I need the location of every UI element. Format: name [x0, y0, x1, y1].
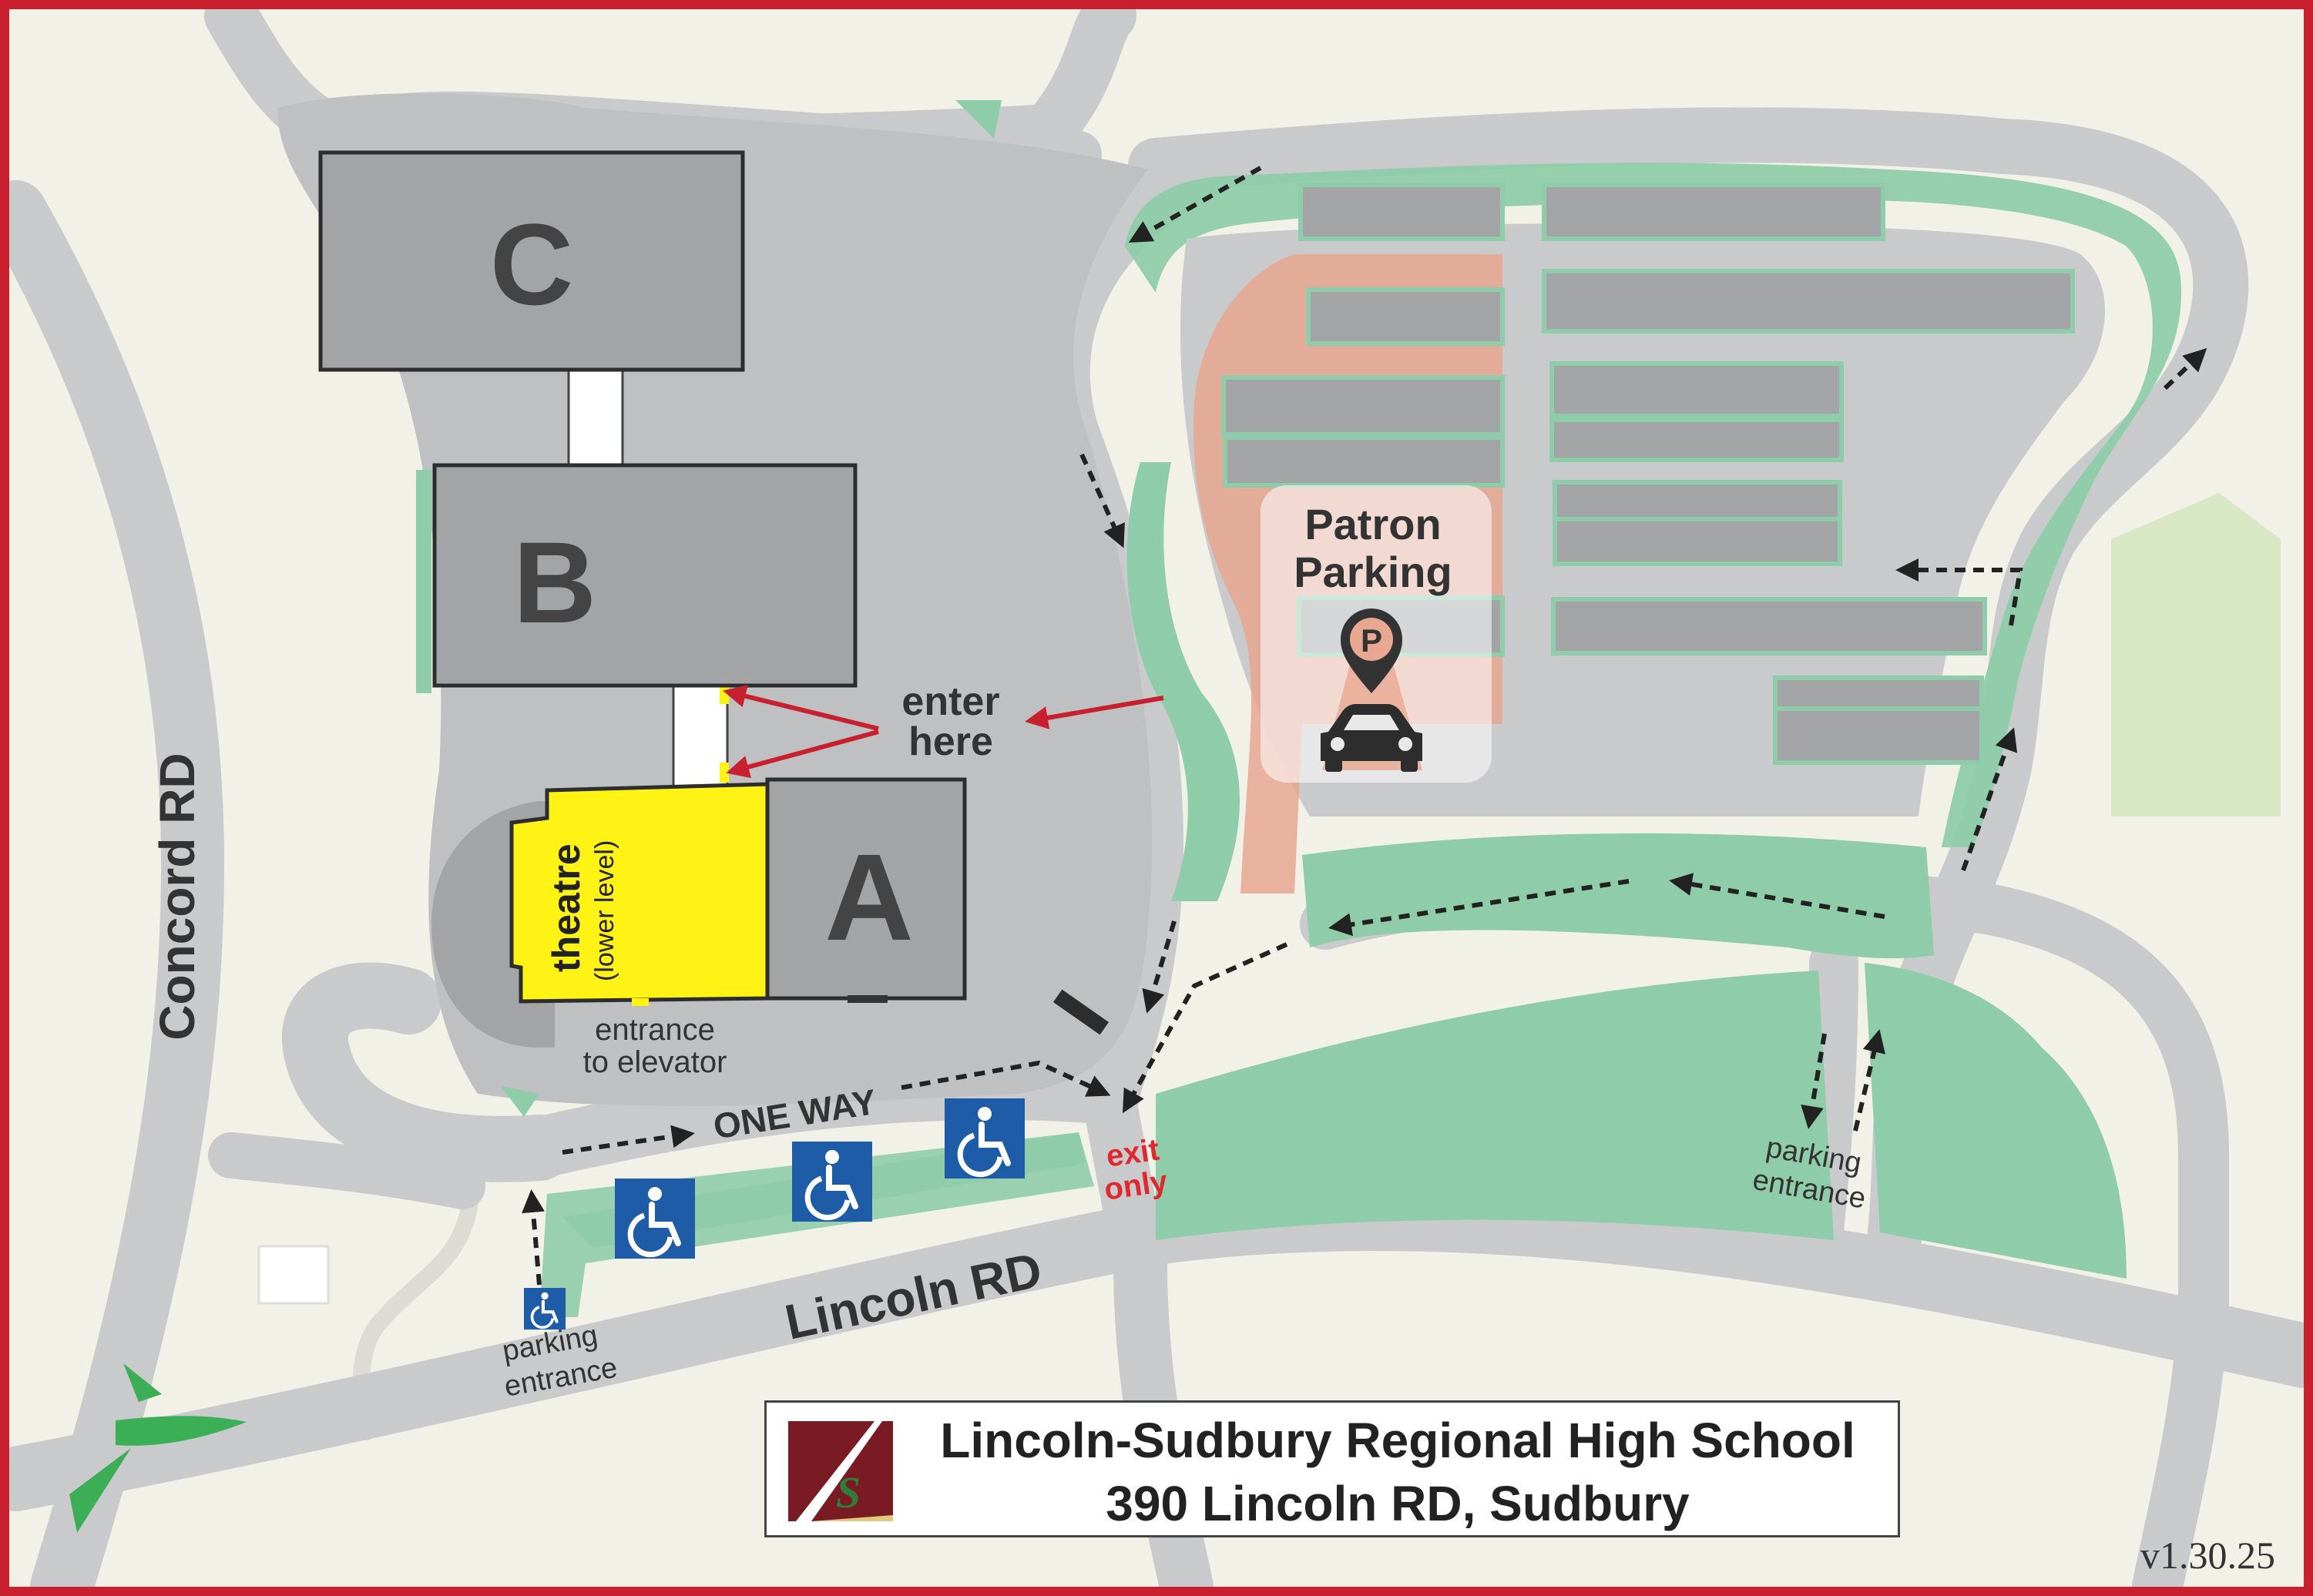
road-label-concord: Concord RD — [149, 753, 205, 1040]
road-concord — [0, 180, 224, 1596]
building-c — [318, 150, 745, 372]
svg-text:S: S — [836, 1467, 861, 1517]
arrow-inner-left — [1895, 558, 2023, 626]
patron-parking-label-line1: Patron — [1304, 500, 1441, 548]
parking-row — [1306, 287, 1505, 346]
arrow-ring-up — [2163, 347, 2207, 391]
accessible-parking-icon — [524, 1288, 566, 1330]
green-triangle-top — [955, 100, 1002, 139]
building-a — [765, 777, 967, 1001]
arrow-enter-upper — [723, 685, 879, 731]
svg-text:P: P — [1361, 622, 1382, 659]
arrow-enter-lower — [726, 729, 879, 779]
parking-row — [1773, 706, 1984, 765]
parking-row — [1221, 375, 1505, 437]
green-se-east — [1865, 963, 2127, 1279]
building-b — [432, 463, 858, 688]
parking-row — [1551, 597, 1987, 656]
roadside-marker — [123, 1363, 162, 1402]
parking-pin-icon: P — [1341, 609, 1402, 693]
door-marker — [848, 995, 888, 1003]
green-b-left — [416, 470, 431, 693]
green-south-field — [1302, 833, 1934, 959]
green-se — [1156, 971, 1834, 1240]
road-east-south — [2132, 1284, 2229, 1596]
arrow-to-exit — [1123, 942, 1288, 1114]
school-name: Lincoln-Sudbury Regional High School — [940, 1413, 1855, 1468]
roadside-markers — [69, 1363, 247, 1533]
parking-row — [1542, 183, 1885, 241]
roadside-marker — [69, 1448, 131, 1533]
enter-here-arrows — [723, 685, 1164, 779]
building-a-label: A — [824, 828, 914, 966]
traffic-arrows — [522, 166, 2207, 1286]
arrow-inner-up — [1961, 727, 2018, 872]
parking-row — [1549, 417, 1844, 462]
arrow-south-down — [1142, 920, 1177, 1014]
connector-ba — [672, 682, 729, 793]
theatre-sublabel: (lower level) — [590, 840, 619, 981]
road-ring-north — [1128, 107, 2249, 1260]
parking-row — [1553, 517, 1842, 566]
school-address: 390 Lincoln RD, Sudbury — [1106, 1476, 1690, 1531]
green-lot-west — [1126, 462, 1240, 901]
accessible-parking-group — [524, 1098, 1025, 1330]
arrow-parking-entrance-right-down — [1801, 1033, 1827, 1129]
parking-row — [1542, 269, 2075, 334]
car-icon — [1321, 704, 1422, 772]
elevator-marker — [632, 998, 649, 1006]
barrier — [1052, 989, 1110, 1035]
title-box: S Lincoln-Sudbury Regional High School 3… — [764, 1400, 1900, 1537]
building-b-label: B — [513, 518, 596, 647]
map-version: v1.30.25 — [2140, 1534, 2275, 1577]
accessible-parking-icon — [945, 1098, 1025, 1179]
arrow-north-in — [1128, 166, 1262, 243]
arrow-enter-east — [1025, 696, 1164, 729]
parking-rows — [1221, 183, 2075, 765]
shed — [257, 1245, 330, 1305]
school-logo: S — [788, 1421, 893, 1521]
elevator-label-line1: entrance — [595, 1013, 715, 1047]
arrow-lot-west-1 — [1328, 879, 1630, 937]
arrow-parking-entrance-left — [522, 1189, 545, 1286]
arrow-parking-entrance-right-up — [1853, 1029, 1886, 1132]
buildings: C B theatre (lower level) A — [318, 150, 1110, 1048]
patron-parking-badge: Patron Parking P — [1261, 485, 1492, 783]
parking-row — [1223, 435, 1505, 488]
patron-parking-label-line2: Parking — [1294, 548, 1452, 596]
accessible-parking-icon — [615, 1179, 695, 1259]
enter-here-label-line1: enter — [901, 679, 999, 724]
arrow-ring-down — [1079, 453, 1125, 548]
parking-row — [1298, 183, 1505, 241]
elevator-label-line2: to elevator — [583, 1045, 727, 1079]
parking-row — [1549, 361, 1844, 418]
theatre-label: theatre — [545, 843, 588, 972]
entry-marker — [720, 763, 729, 783]
accessible-parking-icon — [792, 1142, 872, 1222]
road-west-loop — [282, 962, 572, 1182]
connector-cb — [567, 367, 624, 478]
arrow-one-way-1 — [562, 1125, 695, 1155]
building-c-label: C — [490, 200, 573, 329]
road-west-connector — [208, 1132, 485, 1209]
roadside-marker — [116, 1416, 247, 1446]
green-triangle-bottom — [501, 1086, 539, 1117]
arrow-one-way-2 — [901, 1060, 1111, 1097]
enter-here-label-line2: here — [908, 719, 993, 764]
exit-only-label-line1: exit — [1104, 1133, 1161, 1174]
field-east — [2111, 493, 2281, 816]
